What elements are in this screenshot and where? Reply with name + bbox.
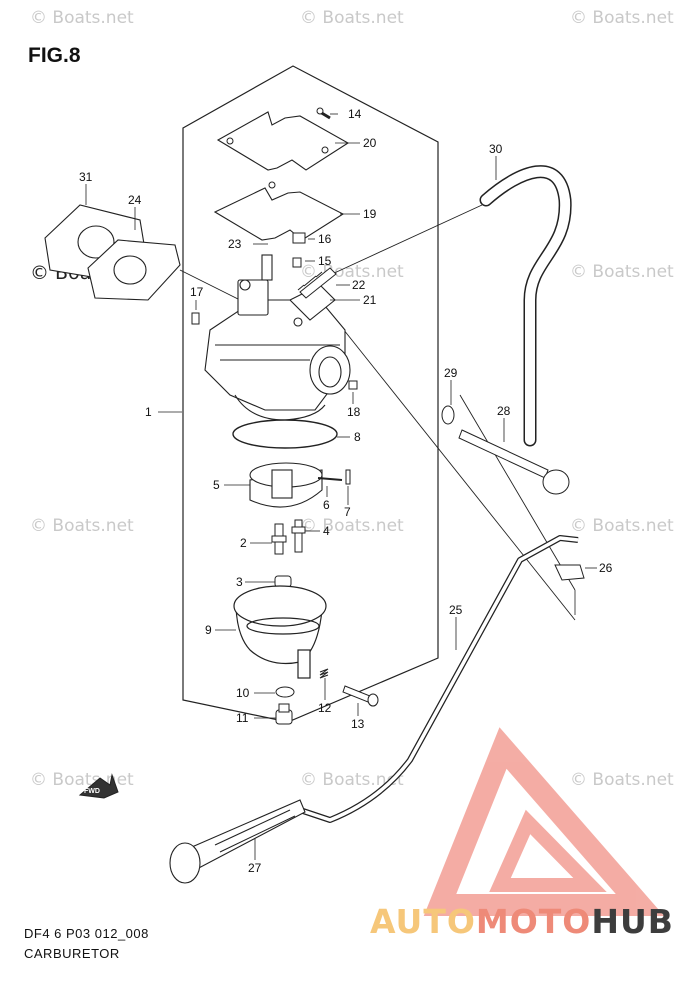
callout-28: 28 [497,404,511,418]
callout-18: 18 [347,405,361,419]
small-screw-part [191,312,200,325]
float-part [249,462,323,508]
spring-part [319,668,329,679]
callout-27: 27 [248,861,262,875]
main-jet-part [271,523,287,555]
callout-9: 9 [205,623,212,637]
callout-24: 24 [128,193,142,207]
drain-plug-part [275,703,293,725]
brand-logo-text: AUTOMOTOHUB [370,902,674,941]
bolt-part [458,429,570,495]
callout-8: 8 [354,430,361,444]
callout-5: 5 [213,478,220,492]
watermark: © Boats.net [300,516,404,536]
callout-29: 29 [444,366,458,380]
callout-25: 25 [449,603,463,617]
small-screw-part [348,380,358,390]
callout-7: 7 [344,505,351,519]
callout-30: 30 [489,142,503,156]
callout-labels: 14 20 19 16 15 22 21 23 17 18 1 8 5 6 7 … [79,107,613,875]
brand-part-auto: AUTO [370,902,476,941]
callout-3: 3 [236,575,243,589]
watermark: © Boats.net [300,8,404,28]
watermark: © Boats.net [570,770,674,790]
o-ring-part [232,419,338,449]
fwd-label: FWD [84,788,100,795]
brand-part-hub: HUB [591,902,674,941]
clip-part [345,469,351,485]
leader-line [459,394,576,591]
callout-26: 26 [599,561,613,575]
callout-1: 1 [145,405,152,419]
plug-part [292,232,306,244]
brand-part-moto: MOTO [475,902,592,941]
leader-line [329,204,483,276]
needle-valve-part [291,519,306,553]
jet-part [292,257,302,268]
watermark: © Boats.net [570,262,674,282]
leader-line [319,299,576,621]
watermark: © Boats.net [30,8,134,28]
callout-13: 13 [351,717,365,731]
intake-gasket-part [87,239,181,301]
cover-plate-part [216,111,350,171]
callout-12: 12 [318,701,332,715]
diagram-code: DF4 6 P03 012_008 [24,926,149,941]
screw-part [342,685,379,707]
callout-14: 14 [348,107,362,121]
callout-21: 21 [363,293,377,307]
callout-10: 10 [236,686,250,700]
screw-part [316,107,331,120]
callout-20: 20 [363,136,377,150]
assembly-outline-frame [182,65,439,723]
forward-direction-badge: FWD [78,773,119,799]
callout-4: 4 [323,524,330,538]
choke-knob-part [169,799,306,884]
figure-label: FIG.8 [28,44,81,67]
callout-31: 31 [79,170,93,184]
main-jet-nut-part [274,575,292,588]
idle-screw-part [297,267,337,299]
callout-22: 22 [352,278,366,292]
callout-2: 2 [240,536,247,550]
watermark: © Boats.net [570,516,674,536]
callout-15: 15 [318,254,332,268]
carburetor-body [204,254,351,421]
diagram-title: CARBURETOR [24,946,120,961]
washer-part [275,686,295,698]
float-bowl-part [233,585,327,679]
callout-23: 23 [228,237,242,251]
callout-16: 16 [318,232,332,246]
callout-19: 19 [363,207,377,221]
rod-clip-part [554,564,585,581]
watermark: © Boats.net [30,516,134,536]
watermark: © Boats.net [300,770,404,790]
washer-part [441,405,455,425]
float-pin-part [317,477,343,481]
brand-logo-triangle [423,727,665,916]
watermark: © Boats.net [570,8,674,28]
callout-6: 6 [323,498,330,512]
callout-17: 17 [190,285,204,299]
callout-11: 11 [236,711,249,725]
